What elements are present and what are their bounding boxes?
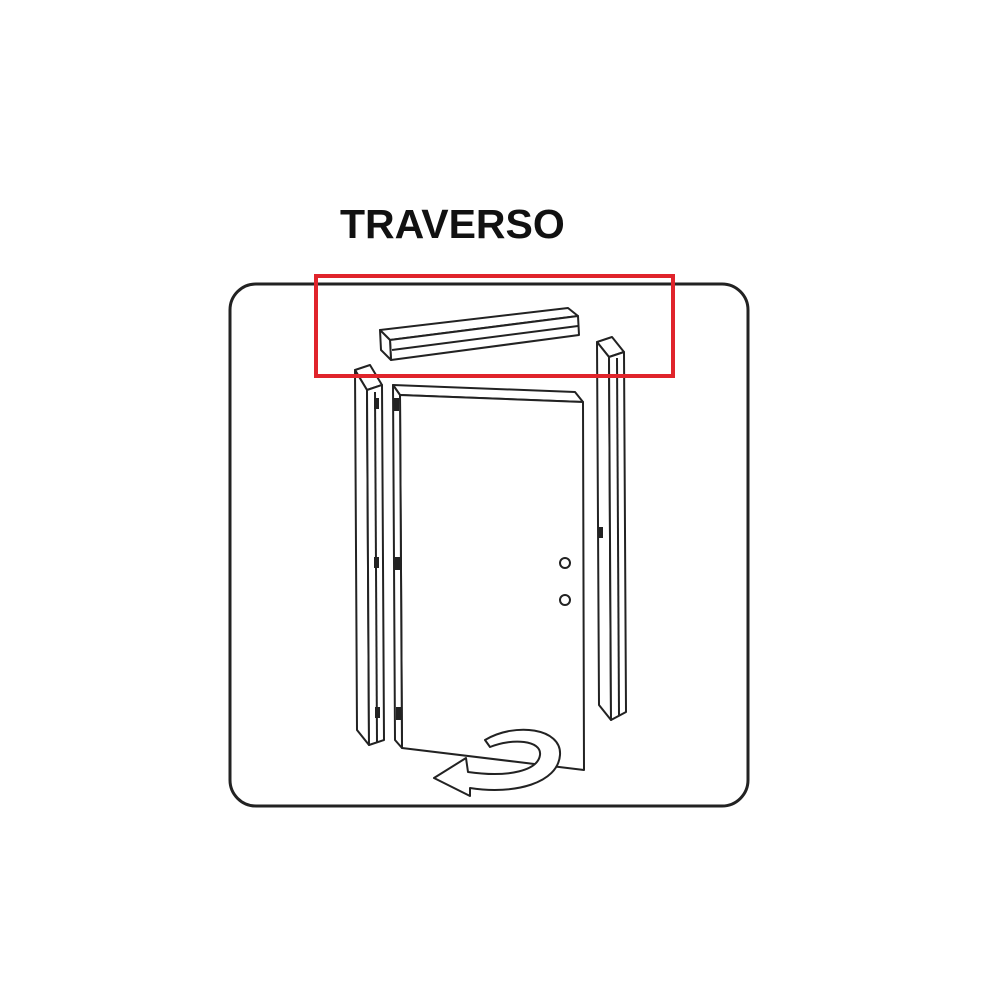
left-jamb	[354, 364, 385, 746]
part-label: TRAVERSO	[340, 201, 565, 247]
highlight-box	[314, 274, 675, 378]
left-jamb-hinge-bottom	[375, 707, 380, 718]
left-jamb-hinge-mid	[374, 557, 379, 568]
rotation-arrow	[433, 728, 562, 797]
right-jamb-slot-mid	[598, 527, 603, 538]
right-jamb	[596, 336, 627, 721]
traverse-crossbar	[379, 307, 580, 361]
lock-hole-bottom	[559, 594, 571, 606]
door-hinges	[394, 398, 399, 411]
lock-hole-top	[559, 557, 571, 569]
door-leaf	[392, 384, 585, 771]
left-jamb-hinge-top	[374, 398, 379, 409]
